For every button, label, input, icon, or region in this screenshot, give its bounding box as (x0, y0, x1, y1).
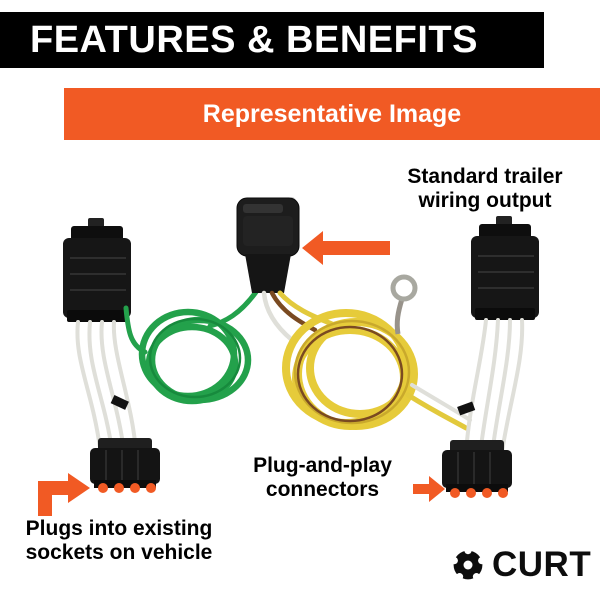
banner-label: Representative Image (202, 99, 462, 128)
arrow-elbow-right-icon (38, 473, 90, 516)
representative-image-banner: Representative Image (64, 88, 600, 140)
left-vehicle-connector (63, 218, 131, 322)
page-title: FEATURES & BENEFITS (30, 18, 478, 61)
curt-pinwheel-icon (450, 547, 486, 581)
right-wire-bundle (464, 318, 525, 456)
right-vehicle-connector (471, 216, 539, 320)
trailer-output-connector (236, 197, 300, 293)
orange-seals (450, 488, 508, 498)
ring-terminal (390, 274, 418, 335)
header-banner: FEATURES & BENEFITS (0, 12, 544, 68)
cable-tie (110, 394, 129, 410)
orange-seals (98, 483, 156, 493)
curt-logo: CURT (450, 545, 591, 585)
yellow-wire-coil (282, 309, 418, 430)
brand-name: CURT (492, 545, 592, 584)
arrow-right-icon (413, 476, 445, 502)
right-cross-wires (405, 383, 472, 431)
annotation-existing-sockets: Plugs into existing sockets on vehicle (25, 517, 213, 564)
arrow-left-icon (302, 231, 390, 265)
left-harness-plug (90, 438, 160, 493)
cable-tie (457, 401, 476, 416)
left-wire-bundle (75, 320, 138, 454)
annotation-trailer-output: Standard trailer wiring output (407, 165, 563, 212)
right-harness-plug (442, 440, 512, 498)
annotation-plug-and-play: Plug-and-play connectors (253, 454, 392, 501)
green-wire-coil (123, 289, 259, 405)
